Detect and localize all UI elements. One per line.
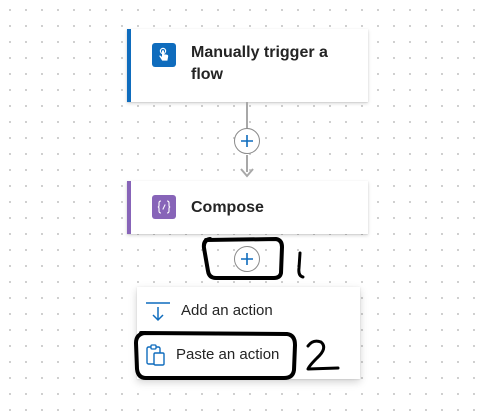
trigger-title: Manually trigger a flow: [191, 44, 328, 83]
connector-line: [246, 102, 248, 128]
add-action-icon: [146, 302, 170, 322]
add-an-action-menu-item[interactable]: Add an action: [137, 291, 360, 331]
plus-icon: [241, 253, 253, 265]
plus-icon: [241, 135, 253, 147]
connector-line: [246, 155, 248, 172]
paste-an-action-label: Paste an action: [176, 346, 280, 363]
arrow-down-icon: [240, 168, 254, 178]
trigger-card[interactable]: Manually trigger a flow: [127, 29, 368, 102]
clipboard-paste-icon: [146, 344, 165, 366]
paste-an-action-menu-item[interactable]: Paste an action: [137, 335, 360, 375]
compose-title: Compose: [191, 199, 264, 216]
insert-step-button[interactable]: [234, 128, 260, 154]
hand-touch-icon: [152, 43, 176, 67]
insert-step-menu: Add an action Paste an action: [137, 287, 360, 379]
compose-card[interactable]: Compose: [127, 181, 368, 234]
insert-step-button-below-compose[interactable]: [234, 246, 260, 272]
annotation-mark-1: [297, 251, 305, 279]
add-an-action-label: Add an action: [181, 302, 273, 319]
curly-braces-icon: [152, 195, 176, 219]
